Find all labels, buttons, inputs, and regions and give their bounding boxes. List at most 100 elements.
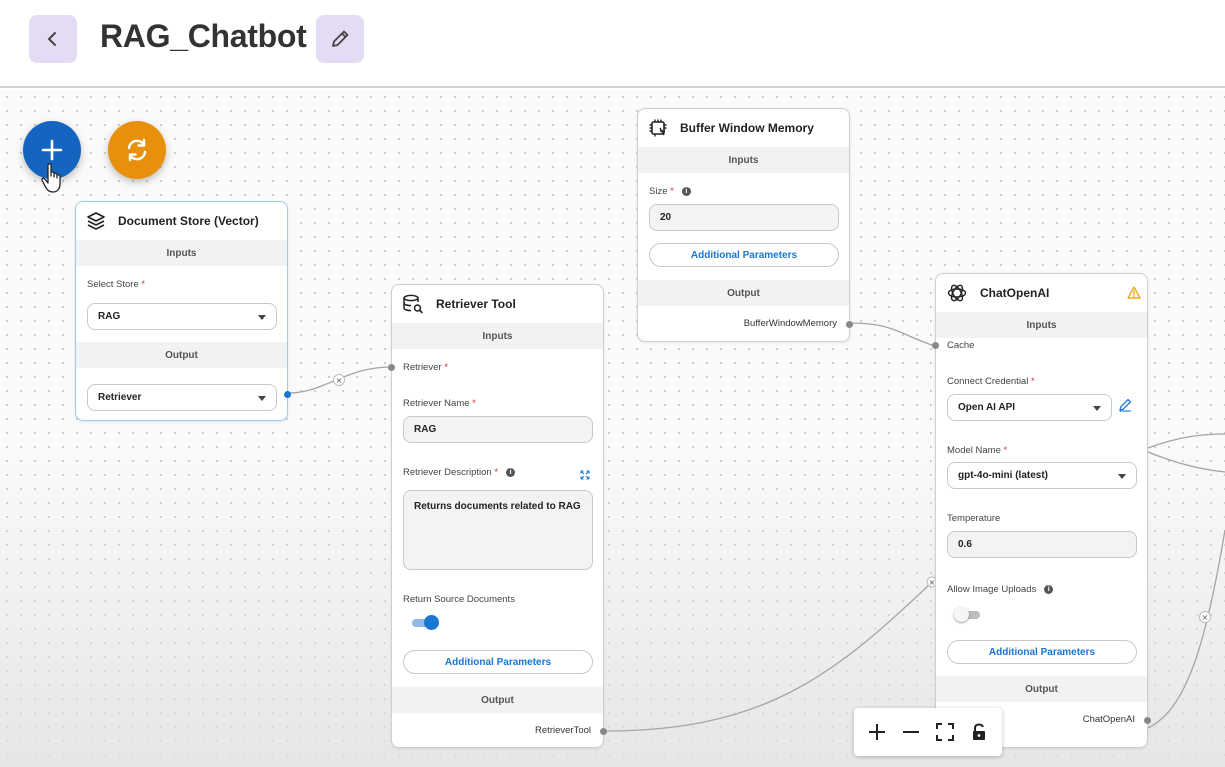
sync-icon — [127, 138, 147, 162]
additional-parameters-button[interactable]: Additional Parameters — [947, 640, 1137, 664]
inputs-band: Inputs — [76, 240, 287, 266]
back-button[interactable] — [29, 15, 77, 63]
svg-text:×: × — [929, 578, 936, 587]
memory-chip-icon — [649, 119, 667, 137]
sync-button[interactable] — [108, 121, 166, 179]
cache-label: Cache — [947, 340, 975, 351]
chevron-down-icon — [258, 395, 266, 401]
flow-canvas[interactable]: × × × Document St — [0, 90, 1225, 767]
warning-icon[interactable] — [1127, 286, 1141, 299]
connect-credential-label: Connect Credential * — [947, 376, 1035, 387]
node-title: ChatOpenAI — [980, 286, 1050, 300]
node-title: Retriever Tool — [436, 297, 516, 311]
edge-delete-3[interactable]: × — [1199, 611, 1211, 623]
minus-icon — [903, 731, 919, 733]
lock-icon — [973, 723, 985, 740]
output-label: ChatOpenAI — [1082, 714, 1135, 725]
output-band: Output — [76, 342, 287, 368]
info-icon[interactable]: i — [506, 467, 516, 477]
openai-logo-icon — [947, 284, 967, 302]
inputs-band: Inputs — [936, 312, 1147, 338]
node-header: Document Store (Vector) — [76, 202, 287, 240]
edit-title-button[interactable] — [316, 15, 364, 63]
edge-chat-right-a — [1147, 433, 1225, 449]
node-title: Document Store (Vector) — [118, 214, 259, 228]
edge-chat-out — [1147, 529, 1225, 729]
edge-chat-right-b — [1147, 451, 1225, 473]
retriever-input-handle[interactable] — [388, 364, 395, 371]
output-band: Output — [936, 676, 1147, 702]
return-source-label: Return Source Documents — [403, 594, 515, 605]
database-search-icon — [403, 294, 423, 314]
page-title: RAG_Chatbot — [100, 18, 307, 54]
retriever-description-label: Retriever Description *i — [403, 467, 516, 478]
top-header: RAG_Chatbot — [0, 0, 1225, 88]
hand-cursor-icon — [41, 163, 61, 193]
node-buffer-window-memory[interactable]: Buffer Window Memory Inputs Size *i 20 A… — [637, 108, 853, 342]
expand-icon[interactable] — [580, 470, 590, 480]
select-store-label: Select Store * — [87, 279, 146, 290]
info-icon[interactable]: i — [1044, 584, 1054, 594]
temperature-label: Temperature — [947, 513, 1001, 524]
node-header: Retriever Tool — [392, 285, 603, 323]
output-handle[interactable] — [846, 321, 853, 328]
retriever-name-label: Retriever Name * — [403, 398, 476, 409]
lock-button[interactable] — [965, 718, 993, 746]
size-input[interactable]: 20 — [649, 204, 839, 231]
zoom-out-button[interactable] — [897, 718, 925, 746]
info-icon[interactable]: i — [681, 186, 691, 196]
pencil-icon — [332, 30, 349, 47]
chevron-down-icon — [258, 314, 266, 320]
output-handle[interactable] — [284, 391, 291, 398]
node-title: Buffer Window Memory — [680, 121, 814, 135]
edge-memory-chat — [848, 322, 936, 347]
allow-image-uploads-toggle[interactable] — [954, 607, 982, 623]
edit-credential-icon[interactable] — [1118, 397, 1133, 412]
temperature-input[interactable]: 0.6 — [947, 531, 1137, 558]
size-label: Size *i — [649, 186, 691, 197]
return-source-toggle[interactable] — [412, 615, 439, 631]
retriever-name-input[interactable]: RAG — [403, 416, 593, 443]
canvas-controls — [854, 708, 1002, 756]
inputs-band: Inputs — [392, 323, 603, 349]
fit-view-button[interactable] — [931, 718, 959, 746]
output-label: RetrieverTool — [535, 725, 591, 736]
chevron-left-icon — [48, 32, 56, 46]
svg-text:×: × — [336, 376, 343, 385]
credential-dropdown[interactable]: Open AI API — [947, 394, 1112, 421]
edge-delete-2[interactable]: × — [926, 576, 938, 588]
plus-icon — [869, 724, 885, 740]
chevron-down-icon — [1118, 473, 1126, 479]
additional-parameters-button[interactable]: Additional Parameters — [649, 243, 839, 267]
edges-layer: × × × — [287, 322, 1225, 732]
edge-retrievertool-chat — [603, 581, 933, 732]
retriever-label: Retriever * — [403, 362, 448, 373]
output-handle[interactable] — [1144, 717, 1151, 724]
output-handle[interactable] — [600, 728, 607, 735]
output-band: Output — [638, 280, 849, 306]
select-store-dropdown[interactable]: RAG — [87, 303, 277, 330]
node-chat-openai[interactable]: ChatOpenAI Inputs Cache Connect Credenti… — [932, 273, 1151, 748]
cache-input-handle[interactable] — [932, 342, 939, 349]
output-band: Output — [392, 687, 603, 713]
svg-text:×: × — [1202, 613, 1209, 622]
node-retriever-tool[interactable]: Retriever Tool Inputs Retriever * Retrie… — [388, 284, 607, 748]
node-header: ChatOpenAI — [936, 274, 1147, 312]
model-name-label: Model Name * — [947, 445, 1008, 456]
fit-view-icon — [936, 723, 954, 741]
node-header: Buffer Window Memory — [638, 109, 849, 147]
additional-parameters-button[interactable]: Additional Parameters — [403, 650, 593, 674]
layers-icon — [87, 212, 105, 230]
edge-delete-1[interactable]: × — [333, 374, 345, 386]
add-node-button[interactable] — [23, 121, 81, 179]
output-dropdown[interactable]: Retriever — [87, 384, 277, 411]
chevron-down-icon — [1093, 405, 1101, 411]
plus-icon — [41, 139, 63, 161]
inputs-band: Inputs — [638, 147, 849, 173]
zoom-in-button[interactable] — [863, 718, 891, 746]
model-name-dropdown[interactable]: gpt-4o-mini (latest) — [947, 462, 1137, 489]
retriever-description-textarea[interactable]: Returns documents related to RAG — [403, 490, 593, 570]
node-document-store[interactable]: Document Store (Vector) Inputs Select St… — [75, 201, 291, 421]
output-label: BufferWindowMemory — [743, 318, 837, 329]
